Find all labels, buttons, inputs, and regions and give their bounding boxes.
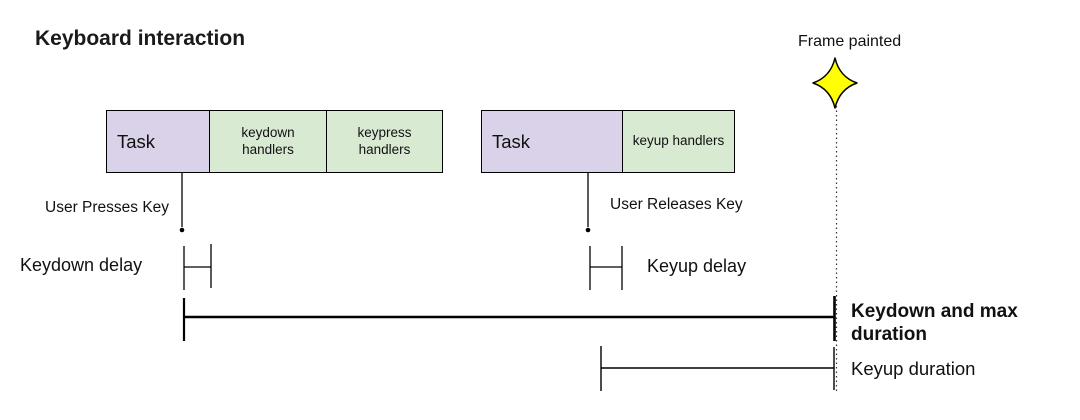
user-presses-key-label: User Presses Key — [45, 199, 170, 216]
keyup-duration-label: Keyup duration — [851, 358, 976, 379]
keyup-task-group: Task keyup handlers — [481, 110, 735, 173]
user-presses-arrow — [179, 173, 185, 233]
keydown-duration-label: Keydown and max duration — [851, 301, 1018, 345]
keyup-task-label: Task — [492, 130, 531, 152]
keyup-handlers-label: keyup handlers — [632, 133, 725, 149]
keypress-handlers-label: keypress handlers — [357, 124, 412, 157]
keyup-delay-label: Keyup delay — [647, 256, 747, 276]
keydown-delay-marker — [183, 244, 212, 290]
keyup-task-box: Task — [481, 110, 623, 173]
keydown-task-group: Task keydown handlers keypress handlers — [106, 110, 443, 173]
keypress-handlers-box: keypress handlers — [326, 110, 443, 173]
keydown-duration-line — [182, 296, 836, 341]
frame-painted-star-icon — [812, 57, 858, 109]
keydown-task-box: Task — [106, 110, 210, 173]
keyup-duration-line — [600, 346, 835, 391]
user-releases-key-label: User Releases Key — [610, 196, 743, 213]
frame-painted-label: Frame painted — [798, 33, 902, 50]
user-releases-arrow — [585, 173, 591, 233]
keyup-delay-marker — [589, 246, 623, 290]
diagram-title: Keyboard interaction — [35, 27, 246, 50]
keyup-handlers-box: keyup handlers — [622, 110, 735, 173]
keydown-task-label: Task — [117, 130, 156, 152]
keydown-delay-label: Keydown delay — [20, 255, 143, 275]
keydown-handlers-box: keydown handlers — [209, 110, 327, 173]
keydown-handlers-label: keydown handlers — [241, 124, 295, 157]
